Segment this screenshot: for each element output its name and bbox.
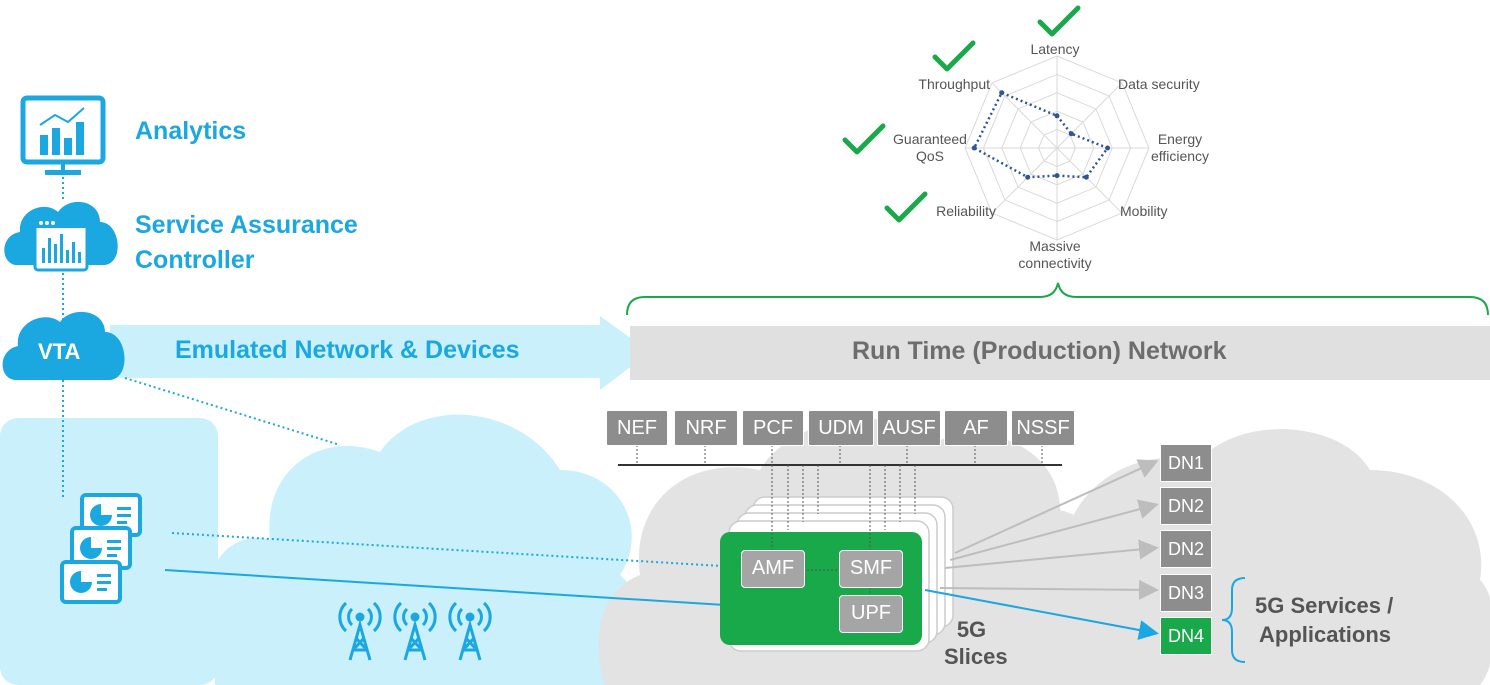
radar-point xyxy=(1054,113,1060,119)
radar-label-massive-2: connectivity xyxy=(1018,255,1092,271)
check-icon xyxy=(1037,5,1081,37)
check-icon xyxy=(842,123,886,155)
dn-1: DN1 xyxy=(1160,444,1212,482)
antenna-icons xyxy=(338,601,492,661)
radar-label-qos-2: QoS xyxy=(915,148,944,164)
services-label-line1: 5G Services / xyxy=(1255,593,1394,618)
controller-cloud-icon xyxy=(4,201,118,272)
dn-3: DN3 xyxy=(1160,574,1212,612)
slices-label-line1: 5G xyxy=(956,617,987,642)
radar-label-throughput: Throughput xyxy=(918,76,990,92)
slice-amf: AMF xyxy=(741,550,805,588)
controller-label-line1: Service Assurance xyxy=(135,211,358,239)
radar-label-qos-1: Guaranteed xyxy=(893,131,967,147)
dn-4: DN4 xyxy=(1160,617,1212,655)
slice-smf: SMF xyxy=(839,550,903,588)
nf-af: AF xyxy=(944,410,1008,446)
dn-2b: DN2 xyxy=(1160,530,1212,568)
radar-label-latency: Latency xyxy=(1030,41,1080,57)
emulated-arrow xyxy=(110,316,650,390)
radar-point xyxy=(1054,173,1060,179)
runtime-network-label: Run Time (Production) Network xyxy=(852,337,1227,365)
analytics-icon xyxy=(20,95,106,175)
slice-upf: UPF xyxy=(839,595,903,633)
services-label-line2: Applications xyxy=(1259,622,1392,647)
nf-ausf: AUSF xyxy=(877,410,941,446)
nf-udm: UDM xyxy=(808,410,874,446)
radar-label-data-security: Data security xyxy=(1118,76,1200,92)
device-icons xyxy=(60,493,142,604)
radar-label-energy-1: Energy xyxy=(1157,131,1203,147)
radar-spoke xyxy=(1056,82,1123,149)
radar-point xyxy=(999,90,1005,96)
emulated-cloud xyxy=(209,414,639,685)
radar-point xyxy=(1083,174,1089,180)
radar-point xyxy=(1025,174,1031,180)
nf-nef: NEF xyxy=(606,410,668,446)
radar-label-mobility: Mobility xyxy=(1120,203,1168,219)
analytics-label: Analytics xyxy=(135,117,247,145)
services-brace xyxy=(1221,577,1246,663)
radar-label-massive-1: Massive xyxy=(1029,238,1081,254)
radar-point xyxy=(1068,131,1074,137)
dn-2a: DN2 xyxy=(1160,487,1212,525)
data-network-cloud xyxy=(1017,429,1490,685)
radar-point xyxy=(971,145,977,151)
nf-nssf: NSSF xyxy=(1011,410,1075,446)
check-icon xyxy=(884,191,928,223)
check-icon xyxy=(932,40,976,72)
radar-spoke xyxy=(991,147,1058,214)
controller-label-line2: Controller xyxy=(135,246,255,274)
radar-point xyxy=(1105,145,1111,151)
radar-label-energy-2: efficiency xyxy=(1150,148,1210,164)
radar-chart xyxy=(842,5,1150,241)
radar-spoke xyxy=(1056,147,1123,214)
nf-pcf: PCF xyxy=(742,410,804,446)
vta-label: VTA xyxy=(38,339,81,364)
radar-label-reliability: Reliability xyxy=(936,203,996,219)
runtime-banner xyxy=(630,326,1490,380)
slices-label-line2: Slices xyxy=(944,644,1008,669)
vta-cloud xyxy=(2,311,125,380)
radar-series xyxy=(972,91,1110,179)
nf-nrf: NRF xyxy=(674,410,738,446)
green-brace xyxy=(626,282,1489,316)
emulated-network-label: Emulated Network & Devices xyxy=(175,336,520,364)
